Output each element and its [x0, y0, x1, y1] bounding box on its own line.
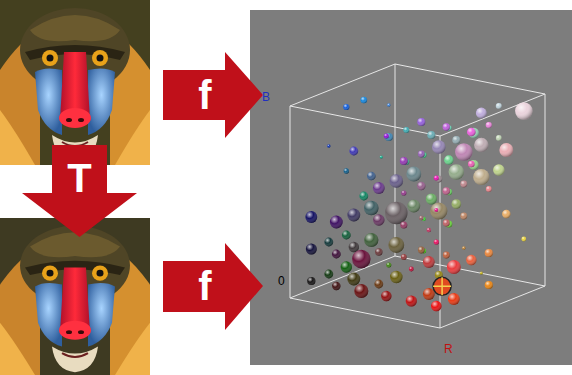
origin-label: 0 [278, 275, 285, 287]
baboon-image [0, 218, 150, 375]
baboon-image [0, 0, 150, 165]
color-spheres [305, 97, 532, 312]
axis-label: R [444, 343, 453, 355]
arrow-shape [163, 52, 263, 138]
map-arrow: f [163, 52, 263, 138]
function-label: T [67, 158, 91, 198]
marker-sphere [433, 277, 451, 295]
function-label: f [198, 266, 211, 306]
arrow-shape [163, 243, 263, 330]
transform-arrow: T [22, 145, 137, 237]
map-arrow: f [163, 243, 263, 330]
axis-label: B [262, 91, 270, 103]
crosshair [433, 277, 451, 295]
cube-wireframe [290, 64, 545, 328]
function-label: f [198, 75, 211, 115]
plot-panel [250, 10, 572, 365]
baboon-face [0, 218, 150, 375]
baboon-face [0, 0, 150, 165]
